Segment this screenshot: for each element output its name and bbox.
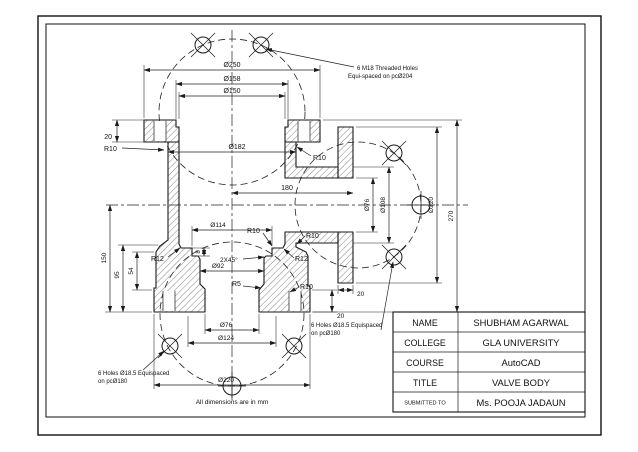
- inner-border: [45, 23, 586, 418]
- top-flange-hole-right: [297, 121, 311, 141]
- dim-chamfer: 2X45°: [220, 256, 238, 264]
- thread-note-line1: 6 M18 Threaded Holes: [357, 66, 418, 72]
- dim-r5: R5: [232, 281, 241, 288]
- bolt-hole-side-lower: [381, 244, 407, 270]
- leader-lines: [121, 48, 395, 371]
- dim-8: 8: [196, 250, 202, 254]
- title-block-label-name: NAME: [412, 318, 438, 328]
- outlet-bottom-and-bottom-flange-right: [258, 231, 339, 313]
- dim-20-side-flange: 20: [357, 291, 365, 298]
- title-block: NAME SHUBHAM AGARWAL COLLEGE GLA UNIVERS…: [392, 311, 586, 413]
- annotations: 6 M18 Threaded Holes Equi-spaced on pcØ2…: [98, 66, 418, 406]
- pitch-circle-top: [158, 38, 306, 186]
- title-block-value-title: VALVE BODY: [492, 377, 551, 388]
- dim-dia124: Ø124: [218, 335, 234, 342]
- title-block-label-title: TITLE: [413, 378, 437, 388]
- dim-r10-top-left: R10: [104, 146, 117, 153]
- dim-r12-left: R12: [151, 256, 164, 263]
- dimension-labels: Ø250 Ø158 Ø150 20 R10 Ø182 R10 180 Ø76 Ø…: [101, 62, 455, 384]
- title-block-label-submitted-to: SUBMITTED TO: [404, 401, 446, 407]
- holes-note-left-line2: on pcØ180: [98, 379, 128, 385]
- bolt-hole-top-left: [190, 32, 216, 58]
- dim-r10-mid-right: R10: [306, 233, 319, 240]
- dim-20-bottom-flange: 20: [337, 313, 345, 320]
- dim-r10-top-right: R10: [313, 155, 326, 162]
- dim-r10-recess: R10: [247, 228, 260, 235]
- dim-54: 54: [128, 267, 135, 275]
- dim-dia158: Ø158: [223, 76, 240, 83]
- bottom-flange-hole-left: [162, 291, 176, 311]
- dim-dia220-bottom: Ø220: [218, 377, 234, 384]
- dim-dia76-bottom: Ø76: [220, 322, 233, 329]
- title-block-label-college: COLLEGE: [404, 338, 446, 348]
- dim-dia150: Ø150: [223, 88, 240, 95]
- dimension-lines: [107, 67, 460, 388]
- extension-lines: [105, 65, 462, 389]
- title-block-value-submitted-to: Ms. POOJA JADAUN: [476, 397, 565, 408]
- dim-dia114: Ø114: [210, 222, 226, 229]
- dim-r12-right: R12: [295, 256, 308, 263]
- thread-note-line2: Equi-spaced on pcØ204: [348, 74, 413, 80]
- dim-dia92: Ø92: [212, 263, 225, 270]
- dim-180: 180: [281, 185, 293, 192]
- dim-20-top: 20: [104, 134, 112, 141]
- dim-dia220-side: Ø220: [428, 197, 435, 213]
- holes-note-left-line1: 6 Holes Ø18.5 Equispaced: [98, 371, 169, 377]
- title-block-frame: [392, 311, 586, 413]
- center-mark-side: [407, 191, 435, 219]
- dim-r10-low-right: R10: [300, 284, 313, 291]
- title-block-value-course: AutoCAD: [501, 357, 540, 368]
- title-block-value-college: GLA UNIVERSITY: [482, 337, 560, 348]
- holes-note-right-line2: on pcØ180: [311, 331, 341, 337]
- dim-270: 270: [448, 210, 455, 221]
- units-note: All dimensions are in mm: [196, 399, 269, 406]
- side-flange-lower: [337, 231, 354, 284]
- bolt-hole-bottom-right: [281, 333, 307, 359]
- dim-150: 150: [101, 252, 108, 263]
- dim-95: 95: [114, 271, 121, 279]
- side-flange-upper: [337, 126, 354, 179]
- dim-dia250: Ø250: [223, 62, 240, 69]
- bottom-flange-hole-right: [288, 291, 302, 311]
- bolt-hole-bottom-left: [157, 333, 183, 359]
- bolt-hole-top-right: [248, 32, 274, 58]
- bolt-hole-side-upper: [381, 140, 407, 166]
- holes-note-right-line1: 6 Holes Ø18.5 Equispaced: [311, 323, 382, 329]
- title-block-value-name: SHUBHAM AGARWAL: [473, 317, 568, 328]
- dim-dia76-side: Ø76: [364, 198, 371, 211]
- bolt-hole-marks: [157, 32, 435, 400]
- barrel-left-and-bottom-flange-left: [153, 141, 206, 313]
- dim-dia182: Ø182: [228, 144, 245, 151]
- barrel-right-and-outlet-top: [284, 141, 339, 179]
- top-flange-hole-left: [153, 121, 167, 141]
- dim-dia108: Ø108: [380, 197, 387, 213]
- outer-border: [37, 15, 602, 436]
- title-block-label-course: COURSE: [406, 358, 444, 368]
- body-section: [143, 119, 354, 313]
